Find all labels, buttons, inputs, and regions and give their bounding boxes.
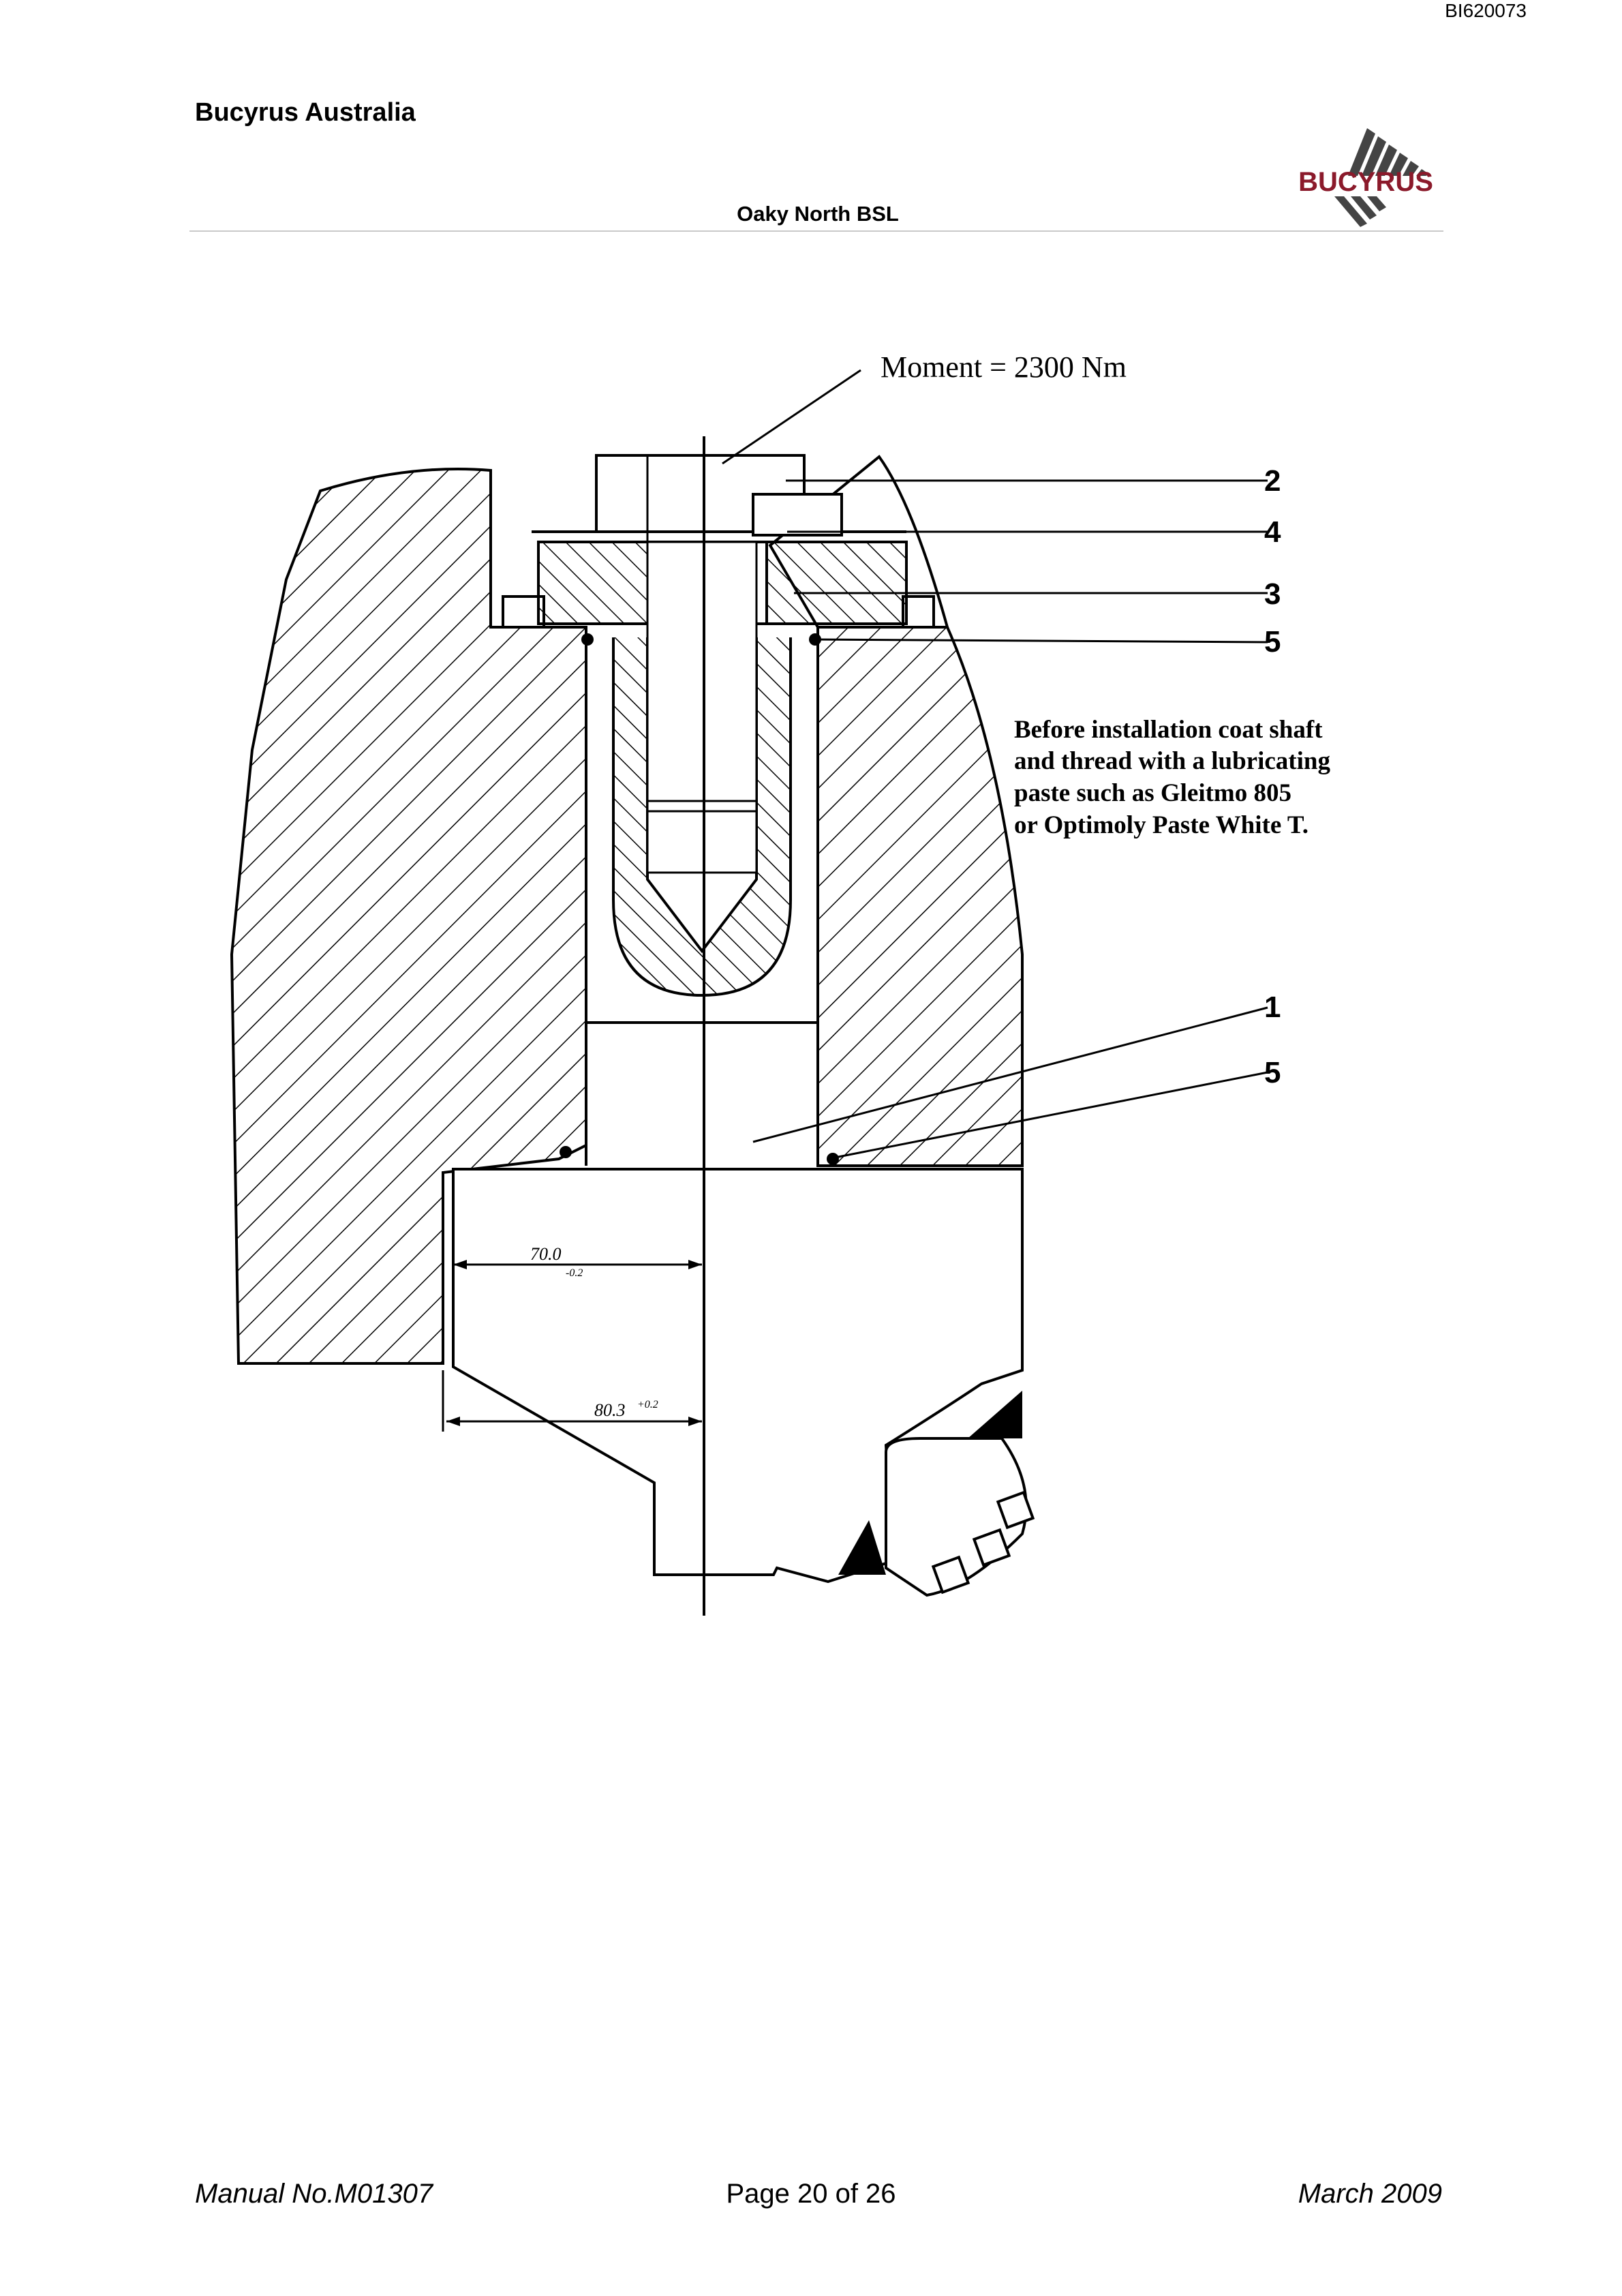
header-divider [189,230,1443,232]
footer-date: March 2009 [1298,2179,1442,2209]
callout-5-top: 5 [1264,625,1281,659]
dimension-80-tolerance: +0.2 [637,1399,658,1410]
dimension-70: 70.0 [530,1244,562,1264]
seal-rings [560,633,839,1165]
note-line: paste such as Gleitmo 805 [1014,779,1291,807]
bore-lines [585,1021,819,1166]
engineering-drawing: 70.0 -0.2 80.3 +0.2 Moment = 2300 Nm 2 4… [230,350,1330,1616]
company-name: Bucyrus Australia [195,98,416,127]
callout-5-bottom: 5 [1264,1056,1281,1089]
housing-right [768,455,1024,1167]
logo-stripes-top [1348,128,1430,176]
callout-2: 2 [1264,464,1281,498]
dimension-80: 80.3 [594,1400,626,1420]
bucyrus-logo: BUCYRUS [1298,128,1433,227]
lubrication-note: Before installation coat shaft and threa… [1014,716,1330,839]
dimension-70-tolerance: -0.2 [566,1267,583,1279]
moment-label: Moment = 2300 Nm [881,350,1127,384]
document-code: BI620073 [1445,0,1527,21]
logo-text: BUCYRUS [1298,167,1433,197]
logo-stripes-bottom [1334,196,1386,227]
document-subtitle: Oaky North BSL [737,202,899,226]
bolt [595,454,843,997]
footer-manual-number: Manual No.M01307 [195,2179,433,2209]
footer-page-number: Page 20 of 26 [726,2179,896,2209]
dimension-lines [442,1260,702,1432]
callout-4: 4 [1264,515,1281,549]
callout-1: 1 [1264,991,1281,1024]
leader-lines [722,369,1268,1159]
housing-left [230,468,587,1365]
pick-body [452,1168,1035,1597]
note-line: or Optimoly Paste White T. [1014,811,1309,839]
note-line: and thread with a lubricating [1014,747,1330,775]
note-line: Before installation coat shaft [1014,716,1323,744]
callout-3: 3 [1264,577,1281,611]
